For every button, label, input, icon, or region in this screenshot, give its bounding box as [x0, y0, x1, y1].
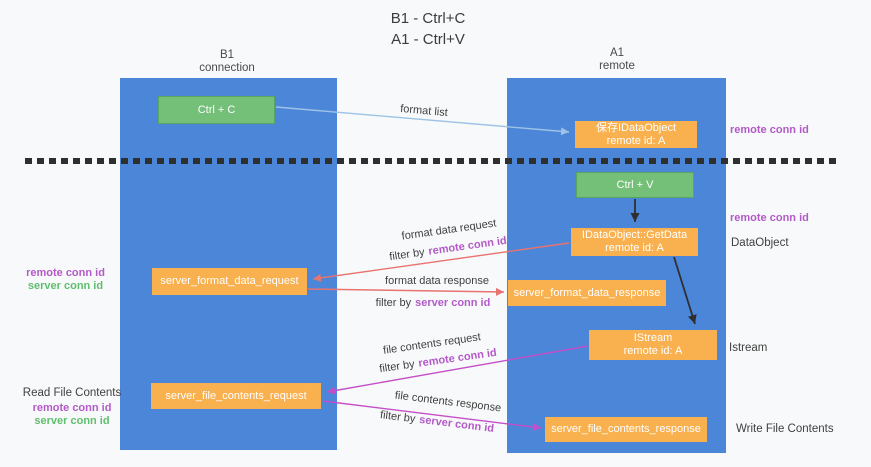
node-save-dataobject-line2: remote id: A — [606, 134, 666, 147]
node-server-format-data-request-label: server_format_data_request — [160, 275, 299, 287]
node-istream-line1: IStream — [633, 332, 673, 344]
write-file-contents-label: Write File Contents — [736, 423, 834, 435]
node-server-file-contents-request: server_file_contents_request — [151, 383, 321, 409]
node-server-file-contents-response-label: server_file_contents_response — [551, 423, 701, 435]
dataobject-label: DataObject — [731, 237, 789, 249]
title-line-2: A1 - Ctrl+V — [391, 31, 465, 48]
format-list-label: format list — [399, 102, 449, 120]
lane-header-b1: B1 connection — [160, 49, 294, 75]
lane-b1-role: connection — [199, 62, 255, 74]
filter-prefix: filter by — [379, 409, 417, 426]
left-remote-conn-id-file: remote conn id — [32, 402, 112, 414]
lane-b1-name: B1 — [219, 49, 235, 61]
node-istream: IStream remote id: A — [589, 330, 717, 360]
right-remote-conn-id-top: remote conn id — [730, 124, 809, 136]
filter-prefix: filter by — [375, 297, 412, 309]
lane-a1-role: remote — [599, 60, 635, 72]
node-istream-line2: remote id: A — [623, 345, 683, 357]
filter-value-server: server conn id — [415, 297, 491, 309]
read-file-contents-label: Read File Contents — [22, 387, 122, 399]
left-conn-ids-format: remote conn id server conn id — [18, 267, 113, 293]
node-server-format-data-response-label: server_format_data_response — [513, 286, 661, 299]
node-server-format-data-request: server_format_data_request — [152, 268, 307, 295]
lane-header-a1: A1 remote — [550, 47, 684, 73]
node-getdata-line2: remote id: A — [605, 242, 664, 254]
diagram-title: B1 - Ctrl+C A1 - Ctrl+V — [328, 8, 528, 50]
node-ctrl-v-label: Ctrl + V — [616, 178, 654, 191]
format-data-response-label: format data response — [385, 275, 489, 287]
right-remote-conn-id-mid: remote conn id — [730, 212, 809, 224]
title-line-1: B1 - Ctrl+C — [390, 10, 466, 27]
file-contents-response-label: file contents response — [394, 389, 502, 415]
node-server-file-contents-response: server_file_contents_response — [545, 417, 707, 442]
left-remote-conn-id-format: remote conn id — [26, 267, 105, 279]
filter-value-remote: remote conn id — [427, 234, 508, 258]
left-conn-ids-file: remote conn id server conn id — [20, 402, 124, 428]
lane-a1-name: A1 — [609, 47, 625, 59]
node-save-dataobject: 保存IDataObject remote id: A — [575, 121, 697, 148]
node-ctrl-v: Ctrl + V — [576, 172, 694, 198]
filter-prefix: filter by — [378, 358, 416, 376]
format-data-response-arrow — [307, 287, 505, 296]
filter-prefix: filter by — [388, 246, 426, 264]
node-getdata-line1: IDataObject::GetData — [581, 229, 688, 241]
istream-label: Istream — [729, 342, 768, 354]
left-server-conn-id-format: server conn id — [27, 280, 104, 292]
node-ctrl-c: Ctrl + C — [158, 96, 275, 124]
node-idataobject-getdata: IDataObject::GetData remote id: A — [571, 228, 698, 256]
node-save-dataobject-line1: 保存IDataObject — [595, 121, 677, 134]
filter-value-server: server conn id — [418, 413, 495, 435]
node-ctrl-c-label: Ctrl + C — [197, 103, 236, 116]
node-server-format-data-response: server_format_data_response — [508, 280, 666, 306]
left-server-conn-id-file: server conn id — [34, 415, 110, 427]
node-server-file-contents-request-label: server_file_contents_request — [165, 389, 307, 402]
